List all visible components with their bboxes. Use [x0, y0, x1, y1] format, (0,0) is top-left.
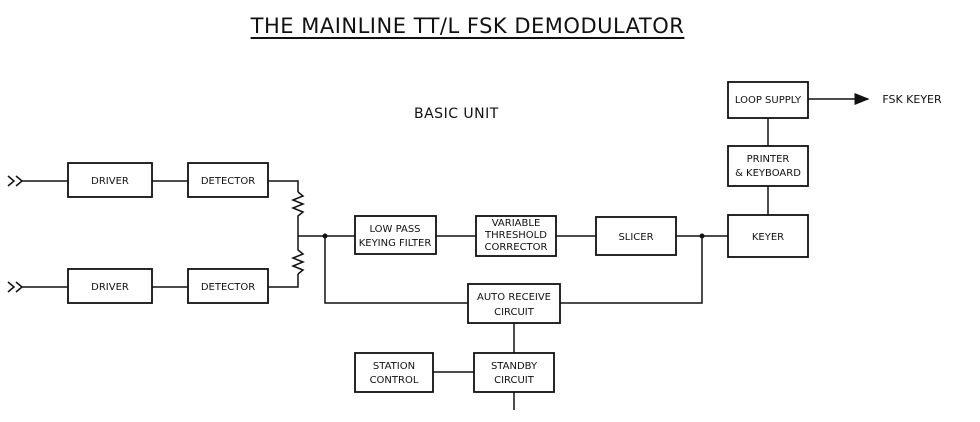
low-pass-keying-filter-block: LOW PASS KEYING FILTER [354, 215, 437, 255]
low-pass-label: KEYING FILTER [359, 238, 432, 249]
variable-threshold-label: VARIABLE [492, 218, 541, 229]
driver-bottom-block: DRIVER [67, 268, 153, 304]
slicer-block: SLICER [595, 216, 677, 256]
standby-label: STANDBY [491, 361, 538, 372]
detector-top-label: DETECTOR [201, 176, 255, 187]
station-control-label: CONTROL [370, 375, 419, 386]
low-pass-label: LOW PASS [369, 224, 420, 235]
signal-wires [152, 93, 870, 410]
auto-receive-label: CIRCUIT [494, 307, 535, 318]
detector-bottom-label: DETECTOR [201, 282, 255, 293]
input-top-icon [7, 175, 68, 187]
driver-bottom-label: DRIVER [91, 282, 129, 293]
auto-receive-label: AUTO RECEIVE [477, 292, 551, 303]
auto-receive-circuit-block: AUTO RECEIVE CIRCUIT [467, 283, 561, 324]
slicer-label: SLICER [618, 232, 653, 243]
printer-keyboard-block: PRINTER & KEYBOARD [727, 145, 809, 187]
variable-threshold-label: THRESHOLD [484, 230, 547, 241]
station-control-label: STATION [373, 361, 415, 372]
station-control-block: STATION CONTROL [354, 352, 434, 393]
junction-dot [699, 233, 705, 239]
printer-label: PRINTER [747, 154, 790, 165]
printer-label: & KEYBOARD [735, 168, 801, 179]
junction-dot [322, 233, 328, 239]
standby-label: CIRCUIT [494, 375, 535, 386]
diagram-subtitle: BASIC UNIT [414, 106, 499, 122]
detector-top-block: DETECTOR [187, 162, 269, 198]
variable-threshold-label: CORRECTOR [485, 242, 548, 253]
standby-circuit-block: STANDBY CIRCUIT [473, 352, 555, 393]
keyer-label: KEYER [752, 232, 784, 243]
fsk-keyer-output-label: FSK KEYER [882, 93, 942, 106]
input-bottom-icon [7, 281, 68, 293]
driver-top-block: DRIVER [67, 162, 153, 198]
detector-bottom-block: DETECTOR [187, 268, 269, 304]
variable-threshold-corrector-block: VARIABLE THRESHOLD CORRECTOR [475, 215, 557, 257]
loop-supply-block: LOOP SUPPLY [727, 81, 809, 119]
driver-top-label: DRIVER [91, 176, 129, 187]
keyer-block: KEYER [727, 214, 809, 258]
diagram-title: THE MAINLINE TT/L FSK DEMODULATOR [250, 14, 685, 38]
loop-supply-label: LOOP SUPPLY [735, 95, 802, 106]
